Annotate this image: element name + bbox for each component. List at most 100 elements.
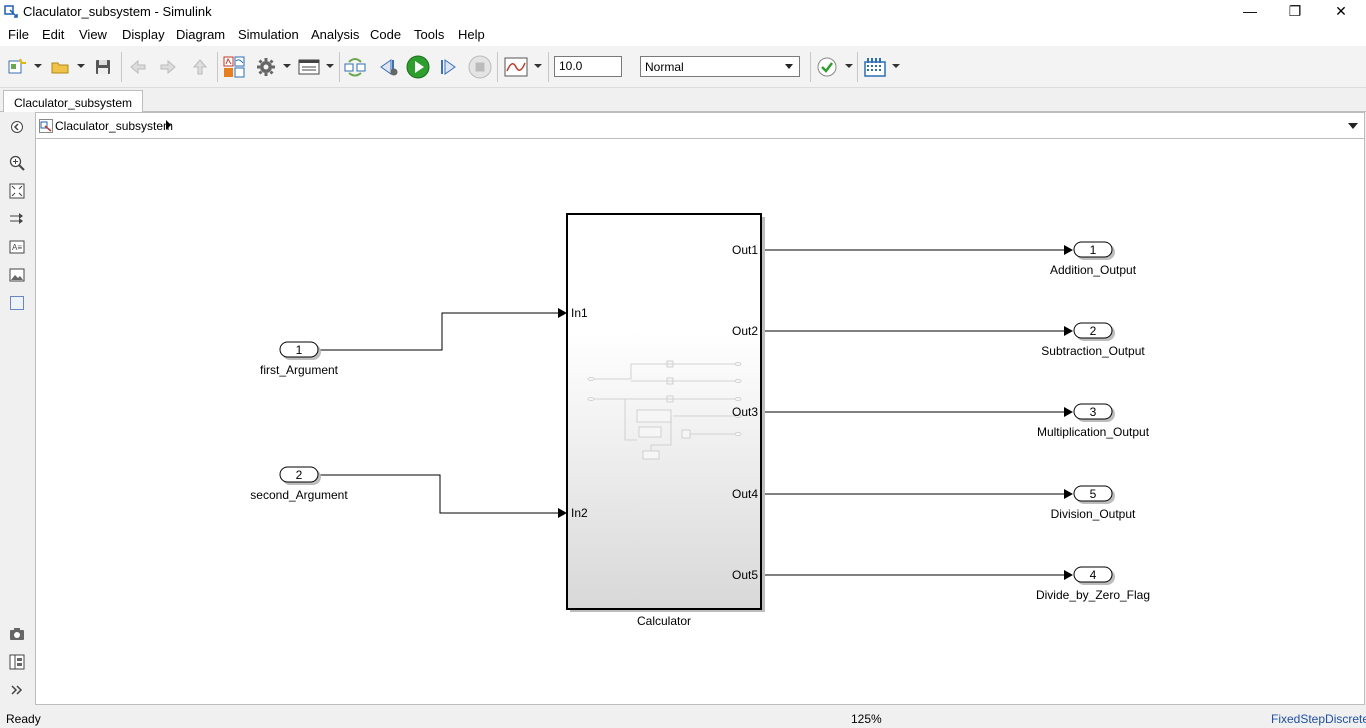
up-icon[interactable] bbox=[187, 54, 213, 80]
status-bar: Ready 125% FixedStepDiscrete bbox=[0, 706, 1366, 728]
simulation-mode-select[interactable]: Normal bbox=[640, 56, 800, 77]
window-title: Claculator_subsystem - Simulink bbox=[23, 4, 212, 19]
hide-show-icon[interactable] bbox=[8, 118, 26, 136]
inport-number: 1 bbox=[296, 343, 303, 357]
outport-name: Addition_Output bbox=[1050, 263, 1137, 277]
arrowhead bbox=[558, 308, 567, 318]
menu-analysis[interactable]: Analysis bbox=[311, 27, 360, 42]
model-config-icon[interactable] bbox=[253, 54, 279, 80]
outport-number: 5 bbox=[1090, 487, 1097, 501]
close-button[interactable]: ✕ bbox=[1335, 3, 1347, 19]
model-icon bbox=[39, 119, 53, 133]
outport-block[interactable]: 5 Division_Output bbox=[1051, 485, 1136, 521]
zoom-level: 125% bbox=[851, 712, 882, 726]
fit-to-view-icon[interactable] bbox=[8, 182, 26, 200]
menu-simulation[interactable]: Simulation bbox=[238, 27, 299, 42]
menu-code[interactable]: Code bbox=[370, 27, 402, 42]
scope-dropdown-icon[interactable] bbox=[534, 64, 542, 68]
arrowhead bbox=[1064, 245, 1073, 255]
outport-block[interactable]: 3 Multiplication_Output bbox=[1037, 403, 1150, 439]
step-forward-icon[interactable] bbox=[435, 54, 461, 80]
outport-body bbox=[1073, 241, 1113, 258]
arrowhead bbox=[1064, 407, 1073, 417]
menu-display[interactable]: Display bbox=[122, 27, 165, 42]
inport-block[interactable]: 2 second_Argument bbox=[250, 466, 348, 502]
menu-tools[interactable]: Tools bbox=[414, 27, 445, 42]
outport-body bbox=[1073, 485, 1113, 502]
diagram-canvas[interactable]: In1 In2 Out1 Out2 Out3 Out4 Out5 Calcula… bbox=[35, 139, 1365, 705]
minimize-button[interactable]: — bbox=[1243, 3, 1257, 19]
simulink-app-icon bbox=[4, 4, 18, 18]
run-icon[interactable] bbox=[405, 54, 431, 80]
inport-block[interactable]: 1 first_Argument bbox=[260, 341, 339, 377]
outport-block[interactable]: 2 Subtraction_Output bbox=[1041, 322, 1145, 358]
inport-body bbox=[279, 341, 319, 358]
signal-line-in1[interactable] bbox=[319, 312, 559, 351]
build-icon[interactable] bbox=[862, 54, 888, 80]
new-model-icon[interactable] bbox=[4, 54, 30, 80]
arrowhead bbox=[1064, 326, 1073, 336]
signal-line-in2[interactable] bbox=[319, 474, 559, 514]
menu-view[interactable]: View bbox=[79, 27, 107, 42]
status-text: Ready bbox=[6, 712, 41, 726]
scope-icon[interactable] bbox=[503, 54, 529, 80]
menu-edit[interactable]: Edit bbox=[42, 27, 65, 42]
save-icon[interactable] bbox=[90, 54, 116, 80]
menu-diagram[interactable]: Diagram bbox=[176, 27, 226, 42]
subsystem-output-label: Out4 bbox=[732, 487, 758, 501]
subsystem-body bbox=[566, 213, 762, 610]
build-dropdown-icon[interactable] bbox=[892, 64, 900, 68]
breadcrumb-arrow-icon[interactable] bbox=[166, 120, 171, 130]
area-icon[interactable] bbox=[8, 294, 26, 312]
menu-help[interactable]: Help bbox=[458, 27, 485, 42]
arrow-direction-icon[interactable] bbox=[8, 210, 26, 228]
update-diagram-icon[interactable] bbox=[342, 54, 368, 80]
model-explorer-icon[interactable] bbox=[296, 54, 322, 80]
check-icon[interactable] bbox=[814, 54, 840, 80]
solver-link[interactable]: FixedStepDiscrete bbox=[1271, 712, 1366, 726]
arrowhead bbox=[558, 508, 567, 518]
open-dropdown-icon[interactable] bbox=[77, 64, 85, 68]
stop-icon[interactable] bbox=[467, 54, 493, 80]
model-tab-strip: Claculator_subsystem bbox=[0, 88, 1366, 112]
explorer-dropdown-icon[interactable] bbox=[326, 64, 334, 68]
inport-number: 2 bbox=[296, 468, 303, 482]
restore-button[interactable]: ❐ bbox=[1288, 3, 1302, 19]
outport-name: Division_Output bbox=[1051, 507, 1136, 521]
menu-file[interactable]: File bbox=[8, 27, 29, 42]
block-diagram: In1 In2 Out1 Out2 Out3 Out4 Out5 Calcula… bbox=[250, 213, 1150, 628]
subsystem-block[interactable]: In1 In2 Out1 Out2 Out3 Out4 Out5 Calcula… bbox=[566, 213, 765, 628]
outport-body bbox=[1073, 322, 1113, 339]
annotation-icon[interactable]: A≡ bbox=[8, 238, 26, 256]
stop-time-input[interactable]: 10.0 bbox=[554, 56, 622, 77]
outport-body bbox=[1073, 566, 1113, 583]
chevron-down-icon bbox=[785, 64, 793, 69]
library-browser-icon[interactable] bbox=[221, 54, 247, 80]
subsystem-output-label: Out3 bbox=[732, 405, 758, 419]
open-icon[interactable] bbox=[47, 54, 73, 80]
zoom-icon[interactable] bbox=[8, 154, 26, 172]
subsystem-name: Calculator bbox=[637, 614, 691, 628]
subsystem-thumbnail bbox=[587, 360, 742, 460]
subsystem-input-label: In2 bbox=[571, 506, 588, 520]
snapshot-icon[interactable] bbox=[8, 625, 26, 643]
outport-number: 3 bbox=[1090, 405, 1097, 419]
image-icon[interactable] bbox=[8, 266, 26, 284]
check-dropdown-icon[interactable] bbox=[845, 64, 853, 68]
config-dropdown-icon[interactable] bbox=[283, 64, 291, 68]
model-browser-icon[interactable] bbox=[8, 653, 26, 671]
new-dropdown-icon[interactable] bbox=[34, 64, 42, 68]
outport-block[interactable]: 1 Addition_Output bbox=[1050, 241, 1137, 277]
step-back-icon[interactable] bbox=[375, 54, 401, 80]
breadcrumb-model[interactable]: Claculator_subsystem bbox=[55, 119, 174, 133]
outport-block[interactable]: 4 Divide_by_Zero_Flag bbox=[1036, 566, 1150, 602]
tab-model[interactable]: Claculator_subsystem bbox=[3, 90, 144, 112]
back-icon[interactable] bbox=[125, 54, 151, 80]
subsystem-input-label: In1 bbox=[571, 306, 588, 320]
expand-icon[interactable] bbox=[8, 681, 26, 699]
subsystem-output-label: Out5 bbox=[732, 568, 758, 582]
menu-bar: File Edit View Display Diagram Simulatio… bbox=[0, 24, 1366, 46]
forward-icon[interactable] bbox=[155, 54, 181, 80]
chevron-down-icon[interactable] bbox=[1348, 123, 1358, 129]
outport-body bbox=[1073, 403, 1113, 420]
